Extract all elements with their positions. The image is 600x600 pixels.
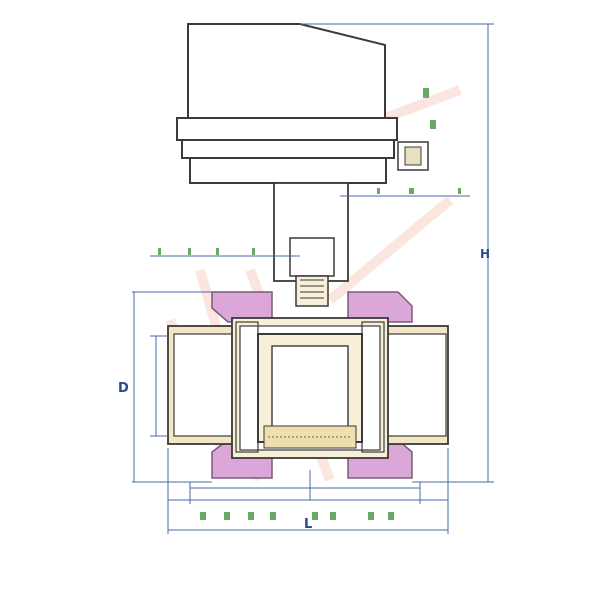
dim-label-height: H — [480, 247, 490, 261]
pipe-ends — [167, 325, 449, 445]
dim-label-length: L — [304, 517, 312, 532]
actuator-lower — [189, 157, 387, 184]
detail-marks — [158, 88, 461, 520]
stem-bracket — [273, 182, 349, 307]
valve-body — [231, 317, 389, 459]
dimension-lines — [132, 23, 494, 534]
actuator-flange — [176, 117, 398, 141]
actuator-cover — [187, 23, 386, 119]
actuator — [176, 23, 429, 184]
actuator-base — [181, 139, 395, 159]
union-nut-right-top — [347, 291, 413, 323]
dim-label-diameter: D — [118, 381, 129, 396]
